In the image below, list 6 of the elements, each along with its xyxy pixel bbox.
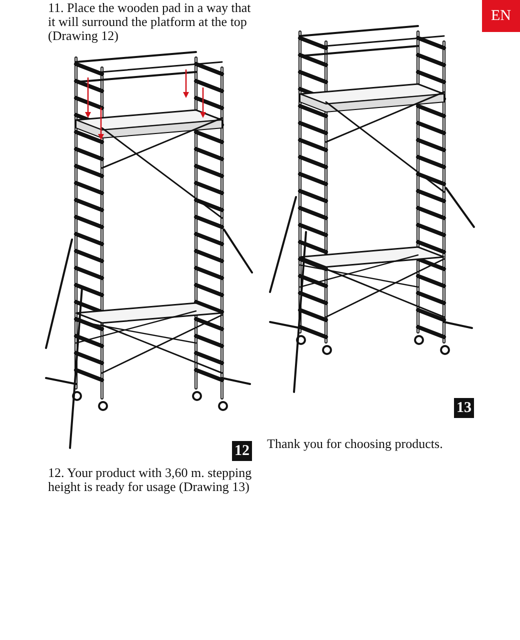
closing-text: Thank you for choosing products. (267, 437, 444, 451)
language-tab: EN (482, 0, 520, 32)
drawing-number: 13 (454, 398, 474, 418)
drawing-number: 12 (232, 441, 252, 461)
instruction-text: 11. Place the wooden pad in a way that it will surround the platform at the top (Drawing 12) (48, 1, 252, 43)
instruction-text: 12. Your product with 3,60 m. stepping height is ready for usage (Drawing 13) (48, 466, 253, 494)
